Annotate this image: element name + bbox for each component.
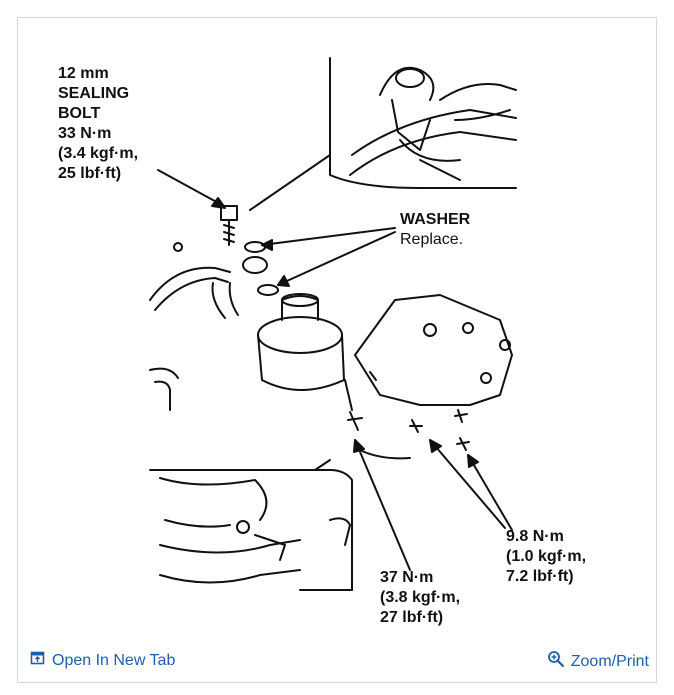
zoom-print-link[interactable]: Zoom/Print: [547, 650, 649, 673]
open-in-new-tab-link[interactable]: Open In New Tab: [30, 650, 175, 671]
sealing-bolt-torque-nm: 33 N·m: [58, 125, 112, 142]
leader-lines: [157, 154, 513, 571]
sealing-bolt-torque-lbf: 25 lbf·ft): [58, 165, 122, 182]
open-in-new-tab-label: Open In New Tab: [52, 651, 176, 669]
sealing-bolt-size: 12 mm: [58, 65, 109, 82]
image-footer: Open In New Tab Zoom/Print: [17, 644, 657, 682]
bracket-torque-kgf: (1.0 kgf·m,: [506, 548, 587, 565]
sealing-bolt-label-1: SEALING: [58, 85, 130, 102]
reservoir: [257, 293, 353, 411]
mounting-bracket: [354, 294, 513, 406]
open-in-new-tab-icon: [30, 650, 46, 671]
bracket-torque-nm: 9.8 N·m: [506, 528, 564, 545]
bracket-torque-callout: 9.8 N·m (1.0 kgf·m, 7.2 lbf·ft): [506, 527, 586, 587]
fitting-torque-lbf: 27 lbf·ft): [380, 609, 444, 626]
image-frame: [17, 17, 657, 683]
washer-callout: WASHER Replace.: [400, 210, 470, 250]
power-steering-reservoir-diagram: [149, 57, 517, 591]
fitting-torque-kgf: (3.8 kgf·m,: [380, 589, 461, 606]
washer-title: WASHER: [400, 211, 471, 228]
magnifier-zoom-icon: [547, 650, 565, 673]
fitting-torque-callout: 37 N·m (3.8 kgf·m, 27 lbf·ft): [380, 568, 460, 628]
hoses: [149, 242, 411, 460]
zoom-print-label: Zoom/Print: [570, 652, 649, 670]
sealing-bolt-torque-kgf: (3.4 kgf·m,: [58, 145, 139, 162]
fitting-torque-nm: 37 N·m: [380, 569, 434, 586]
washer-note: Replace.: [400, 231, 464, 248]
sealing-bolt-label-2: BOLT: [58, 105, 101, 122]
bracket-torque-lbf: 7.2 lbf·ft): [506, 568, 574, 585]
sealing-bolt-callout: 12 mm SEALING BOLT 33 N·m (3.4 kgf·m, 25…: [58, 64, 138, 184]
bracket-bolts: [347, 409, 470, 451]
inset-top-detail: [329, 57, 517, 189]
sealing-bolt: [220, 205, 279, 296]
inset-bottom-detail: [149, 469, 353, 591]
